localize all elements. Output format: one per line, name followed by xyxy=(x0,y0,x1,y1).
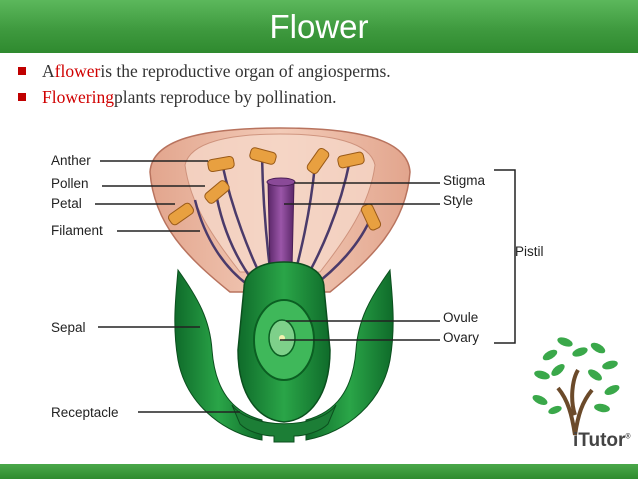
bullet-text-post: plants reproduce by pollination. xyxy=(113,86,337,107)
sepal-left xyxy=(174,268,263,441)
logo-mark: ® xyxy=(625,433,631,441)
label-ovule: Ovule xyxy=(443,310,479,325)
label-pollen: Pollen xyxy=(51,176,89,191)
label-petal: Petal xyxy=(51,196,82,211)
label-pistil: Pistil xyxy=(515,244,544,259)
style-shape xyxy=(267,181,295,275)
title-bar: Flower xyxy=(0,0,638,53)
bullet-highlight: flower xyxy=(54,60,101,81)
bullet-text-pre: A xyxy=(42,60,55,81)
page-title: Flower xyxy=(269,7,369,45)
bullet-highlight: Flowering xyxy=(42,86,114,107)
bullet-item: A flower is the reproductive organ of an… xyxy=(18,58,391,84)
sepal-right xyxy=(305,268,394,441)
label-style: Style xyxy=(443,193,474,208)
bullet-list: A flower is the reproductive organ of an… xyxy=(18,58,391,110)
bottom-bar xyxy=(0,464,638,479)
label-sepal: Sepal xyxy=(51,320,86,335)
stigma-shape xyxy=(266,177,296,187)
bullet-text-post: is the reproductive organ of angiosperms… xyxy=(100,60,391,81)
label-anther: Anther xyxy=(51,153,91,168)
tree-logo-icon xyxy=(532,337,620,436)
logo-text: iTutor® xyxy=(573,430,631,452)
leader-lines xyxy=(95,160,516,413)
label-ovary: Ovary xyxy=(443,330,480,345)
label-filament: Filament xyxy=(51,223,103,238)
logo-name: iTutor xyxy=(573,430,626,451)
receptacle-shape xyxy=(231,404,337,443)
anther-group xyxy=(167,147,382,231)
bullet-item: Flowering plants reproduce by pollinatio… xyxy=(18,84,391,110)
label-receptacle: Receptacle xyxy=(51,405,119,420)
bullet-icon xyxy=(18,93,26,101)
bullet-icon xyxy=(18,67,26,75)
label-stigma: Stigma xyxy=(443,173,486,188)
